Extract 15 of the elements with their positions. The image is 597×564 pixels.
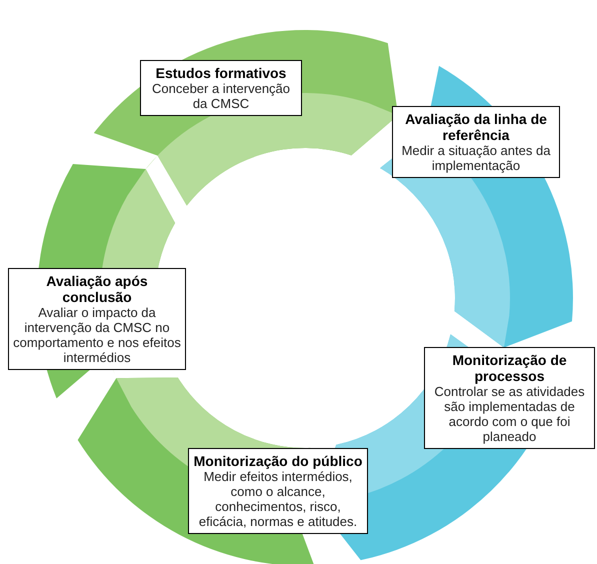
stage-description: Medir a situação antes da implementação	[400, 143, 552, 173]
stage-title: Monitorização de processos	[451, 352, 568, 384]
stage-description: Controlar se as atividades são implementadas de acordo com o que foi planeado	[433, 384, 586, 444]
stage-box	[8, 268, 186, 370]
stage-box	[392, 106, 560, 178]
stage-description: Avaliar o impacto da intervenção da CMSC no comportamento e nos efeitos intermédios	[13, 305, 181, 365]
stage-title: Estudos formativos	[154, 65, 288, 81]
stage-description: Medir efeitos intermédios, como o alcance, conhecimentos, risco, eficácia, normas e atitudes.	[198, 469, 358, 529]
stage-title: Avaliação após conclusão	[45, 273, 149, 305]
stage-title: Monitorização do público	[193, 453, 363, 469]
stage-box	[188, 448, 368, 534]
stage-box	[140, 60, 302, 116]
stage-description: Conceber a intervenção da CMSC	[150, 81, 292, 111]
stage-box	[424, 347, 595, 449]
stage-title: Avaliação da linha de referência	[404, 111, 548, 143]
